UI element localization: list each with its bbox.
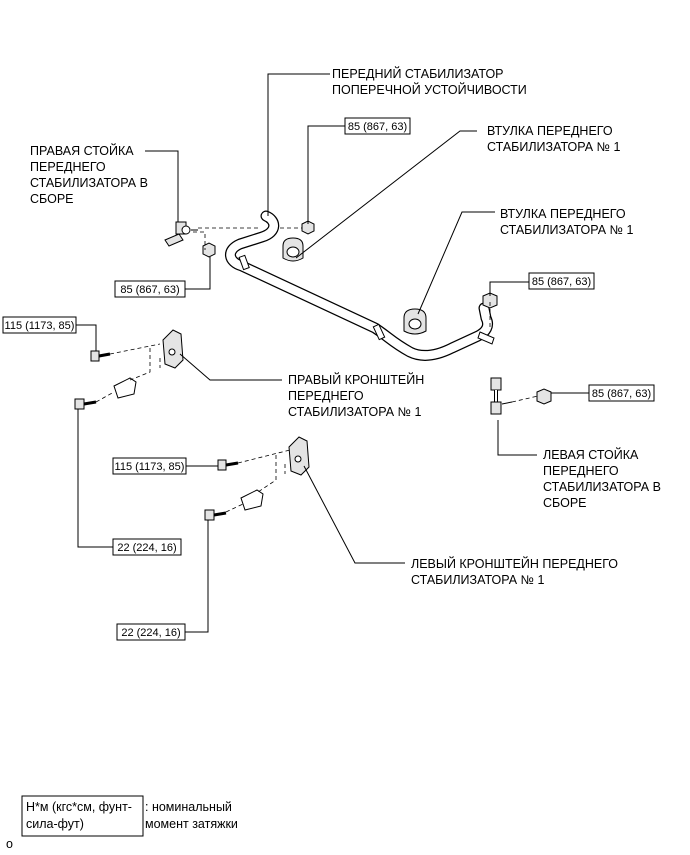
- svg-text:СТАБИЛИЗАТОРА В: СТАБИЛИЗАТОРА В: [30, 176, 148, 190]
- torque-box-right-link-top: 85 (867, 63): [344, 117, 411, 135]
- svg-text:85 (867, 63): 85 (867, 63): [348, 121, 407, 133]
- label-left-link: ЛЕВАЯ СТОЙКА ПЕРЕДНЕГО СТАБИЛИЗАТОРА В С…: [543, 447, 661, 510]
- torque-box-left-bracket: 115 (1173, 85): [112, 457, 187, 475]
- left-bracket: [240, 436, 310, 511]
- leader-lines: [76, 73, 589, 633]
- svg-text:СТАБИЛИЗАТОРА № 1: СТАБИЛИЗАТОРА № 1: [288, 405, 421, 419]
- svg-text:22 (224, 16): 22 (224, 16): [117, 542, 176, 554]
- svg-text:115 (1173, 85): 115 (1173, 85): [115, 461, 185, 473]
- label-front-stabilizer: ПЕРЕДНИЙ СТАБИЛИЗАТОР ПОПЕРЕЧНОЙ УСТОЙЧИ…: [332, 66, 527, 97]
- bolt-left-clamp: [204, 509, 227, 521]
- svg-text:Н*м (кгс*см, фунт-: Н*м (кгс*см, фунт-: [26, 800, 132, 814]
- bushing-upper: [282, 237, 304, 262]
- svg-text:СБОРЕ: СБОРЕ: [30, 192, 74, 206]
- torque-box-left-link-top: 85 (867, 63): [528, 272, 595, 290]
- label-left-bracket: ЛЕВЫЙ КРОНШТЕЙН ПЕРЕДНЕГО СТАБИЛИЗАТОРА …: [411, 556, 618, 587]
- right-bracket: [113, 329, 184, 399]
- svg-text:ЛЕВАЯ СТОЙКА: ЛЕВАЯ СТОЙКА: [543, 447, 639, 462]
- svg-text:СТАБИЛИЗАТОРА № 1: СТАБИЛИЗАТОРА № 1: [411, 573, 544, 587]
- svg-text:85 (867, 63): 85 (867, 63): [592, 388, 651, 400]
- torque-box-left-clamp: 22 (224, 16): [116, 623, 186, 641]
- label-right-bracket: ПРАВЫЙ КРОНШТЕЙН ПЕРЕДНЕГО СТАБИЛИЗАТОРА…: [288, 372, 424, 419]
- svg-text:ПЕРЕДНЕГО: ПЕРЕДНЕГО: [30, 160, 106, 174]
- svg-text:85 (867, 63): 85 (867, 63): [120, 284, 179, 296]
- left-stabilizer-link: [490, 377, 513, 415]
- svg-text:ЛЕВЫЙ КРОНШТЕЙН ПЕРЕДНЕГО: ЛЕВЫЙ КРОНШТЕЙН ПЕРЕДНЕГО: [411, 556, 618, 571]
- svg-text:85 (867, 63): 85 (867, 63): [532, 276, 591, 288]
- front-stabilizer-bar: [225, 210, 495, 361]
- right-stabilizer-link: [164, 221, 198, 247]
- svg-text:ПЕРЕДНИЙ СТАБИЛИЗАТОР: ПЕРЕДНИЙ СТАБИЛИЗАТОР: [332, 66, 504, 81]
- svg-text:: номинальный: : номинальный: [145, 800, 232, 814]
- bushing-lower: [403, 308, 427, 335]
- assembly-dashed-lines: [95, 227, 539, 513]
- svg-text:ПРАВЫЙ КРОНШТЕЙН: ПРАВЫЙ КРОНШТЕЙН: [288, 372, 424, 387]
- svg-text:ПРАВАЯ СТОЙКА: ПРАВАЯ СТОЙКА: [30, 143, 134, 158]
- bolt-left-bracket: [217, 459, 239, 471]
- bolt-right-clamp: [74, 398, 97, 410]
- svg-text:СБОРЕ: СБОРЕ: [543, 496, 587, 510]
- svg-text:ВТУЛКА ПЕРЕДНЕГО: ВТУЛКА ПЕРЕДНЕГО: [500, 207, 626, 221]
- svg-text:сила-фут): сила-фут): [26, 817, 84, 831]
- label-right-link: ПРАВАЯ СТОЙКА ПЕРЕДНЕГО СТАБИЛИЗАТОРА В …: [30, 143, 148, 206]
- svg-text:момент затяжки: момент затяжки: [145, 817, 238, 831]
- svg-text:ПОПЕРЕЧНОЙ УСТОЙЧИВОСТИ: ПОПЕРЕЧНОЙ УСТОЙЧИВОСТИ: [332, 82, 527, 97]
- svg-text:ВТУЛКА ПЕРЕДНЕГО: ВТУЛКА ПЕРЕДНЕГО: [487, 124, 613, 138]
- nut-left-link-bottom: [536, 388, 552, 405]
- label-bushing-upper: ВТУЛКА ПЕРЕДНЕГО СТАБИЛИЗАТОРА № 1: [487, 124, 620, 154]
- svg-text:ПЕРЕДНЕГО: ПЕРЕДНЕГО: [288, 389, 364, 403]
- bolt-right-bracket: [90, 350, 111, 362]
- torque-box-left-link-bottom: 85 (867, 63): [588, 384, 655, 402]
- svg-text:115 (1173, 85): 115 (1173, 85): [5, 320, 75, 332]
- svg-text:СТАБИЛИЗАТОРА № 1: СТАБИЛИЗАТОРА № 1: [487, 140, 620, 154]
- svg-text:ПЕРЕДНЕГО: ПЕРЕДНЕГО: [543, 464, 619, 478]
- torque-box-right-bracket: 115 (1173, 85): [2, 316, 77, 334]
- svg-text:22 (224, 16): 22 (224, 16): [121, 627, 180, 639]
- nut-right-link-bottom: [202, 242, 216, 258]
- footer-code: o: [6, 837, 13, 851]
- torque-box-right-link-bottom: 85 (867, 63): [114, 280, 186, 298]
- legend: Н*м (кгс*см, фунт- сила-фут) : номинальн…: [21, 795, 238, 837]
- torque-box-right-clamp: 22 (224, 16): [112, 538, 182, 556]
- label-bushing-lower: ВТУЛКА ПЕРЕДНЕГО СТАБИЛИЗАТОРА № 1: [500, 207, 633, 237]
- svg-text:СТАБИЛИЗАТОРА В: СТАБИЛИЗАТОРА В: [543, 480, 661, 494]
- svg-text:СТАБИЛИЗАТОРА № 1: СТАБИЛИЗАТОРА № 1: [500, 223, 633, 237]
